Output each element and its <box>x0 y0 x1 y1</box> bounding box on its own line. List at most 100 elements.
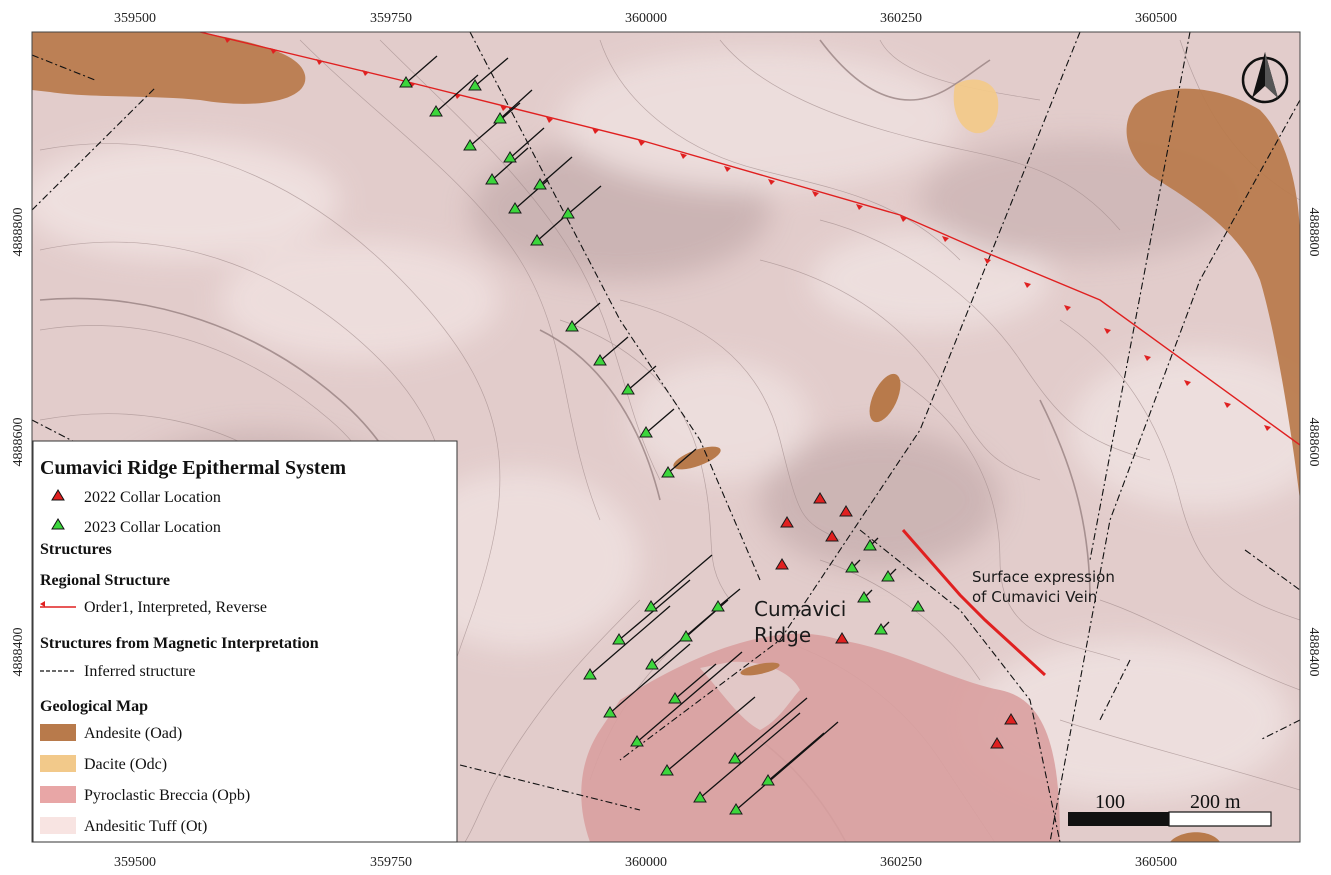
andesite-area-small-3 <box>740 662 780 676</box>
north-arrow-icon <box>1241 52 1289 104</box>
collar-2023 <box>603 706 617 718</box>
collar-2023 <box>612 633 626 645</box>
collar-2023 <box>530 234 544 246</box>
ridge-label-line1: Cumavici <box>754 597 846 621</box>
x-tick-top: 360000 <box>625 11 667 26</box>
collar-2023 <box>630 735 644 747</box>
ridge-label-line2: Ridge <box>754 623 811 647</box>
cumavici-vein-trace <box>901 529 1047 677</box>
collar-2023 <box>845 561 859 573</box>
collar-2022 <box>839 505 853 517</box>
dacite-area <box>953 79 999 134</box>
collar-2023 <box>503 151 517 163</box>
legend-2022-symbol <box>51 489 65 501</box>
collar-2023 <box>881 570 895 582</box>
collars-2023 <box>399 76 925 815</box>
legend-tuff-label: Andesitic Tuff (Ot) <box>84 818 207 835</box>
y-tick-right: 4888600 <box>1306 418 1321 467</box>
y-tick-left: 4888800 <box>11 208 26 257</box>
x-tick-top: 359500 <box>114 11 156 26</box>
axis-y-right: 4888800 4888600 4888400 <box>1306 208 1321 677</box>
y-tick-right: 4888400 <box>1306 628 1321 677</box>
pyroclastic-breccia-area <box>581 633 1060 842</box>
collar-2022 <box>825 530 839 542</box>
legend-geological-heading: Geological Map <box>40 698 148 715</box>
legend: Cumavici Ridge Epithermal System 2022 Co… <box>32 440 458 843</box>
collar-2023 <box>429 105 443 117</box>
vein-label-line1: Surface expression <box>972 568 1115 586</box>
collar-2022 <box>775 558 789 570</box>
collar-2023 <box>621 383 635 395</box>
collar-2023 <box>583 668 597 680</box>
collar-2023 <box>679 630 693 642</box>
collar-2023 <box>729 803 743 815</box>
legend-title: Cumavici Ridge Epithermal System <box>40 457 346 479</box>
collar-2023 <box>463 139 477 151</box>
collar-2023 <box>593 354 607 366</box>
y-tick-right: 4888800 <box>1306 208 1321 257</box>
collar-2023 <box>565 320 579 332</box>
regional-reverse-fault <box>199 32 1300 446</box>
collar-2022 <box>835 632 849 644</box>
legend-fault-label: Order1, Interpreted, Reverse <box>84 599 267 616</box>
legend-2023-label: 2023 Collar Location <box>84 519 221 536</box>
legend-2022-label: 2022 Collar Location <box>84 489 221 506</box>
map-frame <box>31 31 1301 843</box>
collar-2023 <box>485 173 499 185</box>
axis-y-left: 4888800 4888600 4888400 <box>11 208 26 677</box>
collar-2023 <box>660 764 674 776</box>
collar-2022 <box>1004 713 1018 725</box>
collar-2023 <box>761 774 775 786</box>
collar-2022 <box>780 516 794 528</box>
legend-magnetic-heading: Structures from Magnetic Interpretation <box>40 635 319 652</box>
axis-x-bottom: 359500 359750 360000 360250 360500 <box>114 855 1177 870</box>
andesite-area-small-2 <box>673 446 721 470</box>
x-tick-top: 360250 <box>880 11 922 26</box>
andesite-area-small-1 <box>869 373 901 423</box>
legend-pyroclastic-swatch <box>40 786 76 803</box>
collar-2023 <box>863 539 877 551</box>
x-tick-bottom: 360500 <box>1135 855 1177 870</box>
collar-2023 <box>693 791 707 803</box>
x-tick-bottom: 359500 <box>114 855 156 870</box>
legend-inferred-label: Inferred structure <box>84 663 196 680</box>
collar-2023 <box>711 600 725 612</box>
legend-2023-symbol <box>51 518 65 530</box>
legend-regional-heading: Regional Structure <box>40 572 170 589</box>
andesite-area-ne <box>1126 88 1300 501</box>
collar-2022 <box>813 492 827 504</box>
y-tick-left: 4888400 <box>11 628 26 677</box>
collar-2023 <box>728 752 742 764</box>
scale-label-200: 200 m <box>1190 791 1241 813</box>
legend-dacite-label: Dacite (Odc) <box>84 756 167 773</box>
legend-andesite-label: Andesite (Oad) <box>84 725 182 742</box>
legend-andesite-swatch <box>40 724 76 741</box>
legend-pyroclastic-label: Pyroclastic Breccia (Opb) <box>84 787 250 804</box>
collars-2022 <box>775 492 1018 749</box>
collar-2023 <box>661 466 675 478</box>
collar-2023 <box>639 426 653 438</box>
scale-label-100: 100 <box>1095 791 1125 813</box>
legend-dacite-swatch <box>40 755 76 772</box>
collar-2023 <box>533 178 547 190</box>
x-tick-top: 360500 <box>1135 11 1177 26</box>
collar-2023 <box>645 658 659 670</box>
collar-2023 <box>468 79 482 91</box>
axis-x-top: 359500 359750 360000 360250 360500 <box>114 11 1177 26</box>
x-tick-bottom: 359750 <box>370 855 412 870</box>
collar-2023 <box>668 692 682 704</box>
vein-label-line2: of Cumavici Vein <box>972 588 1097 606</box>
collar-2023 <box>857 591 871 603</box>
collar-2023 <box>399 76 413 88</box>
x-tick-bottom: 360250 <box>880 855 922 870</box>
scale-bar: 100 200 m <box>1068 791 1272 827</box>
legend-structures-heading: Structures <box>40 541 112 558</box>
y-tick-left: 4888600 <box>11 418 26 467</box>
collar-2023 <box>911 600 925 612</box>
collar-2023 <box>874 623 888 635</box>
x-tick-bottom: 360000 <box>625 855 667 870</box>
legend-tuff-swatch <box>40 817 76 834</box>
inferred-structures <box>32 32 1300 842</box>
